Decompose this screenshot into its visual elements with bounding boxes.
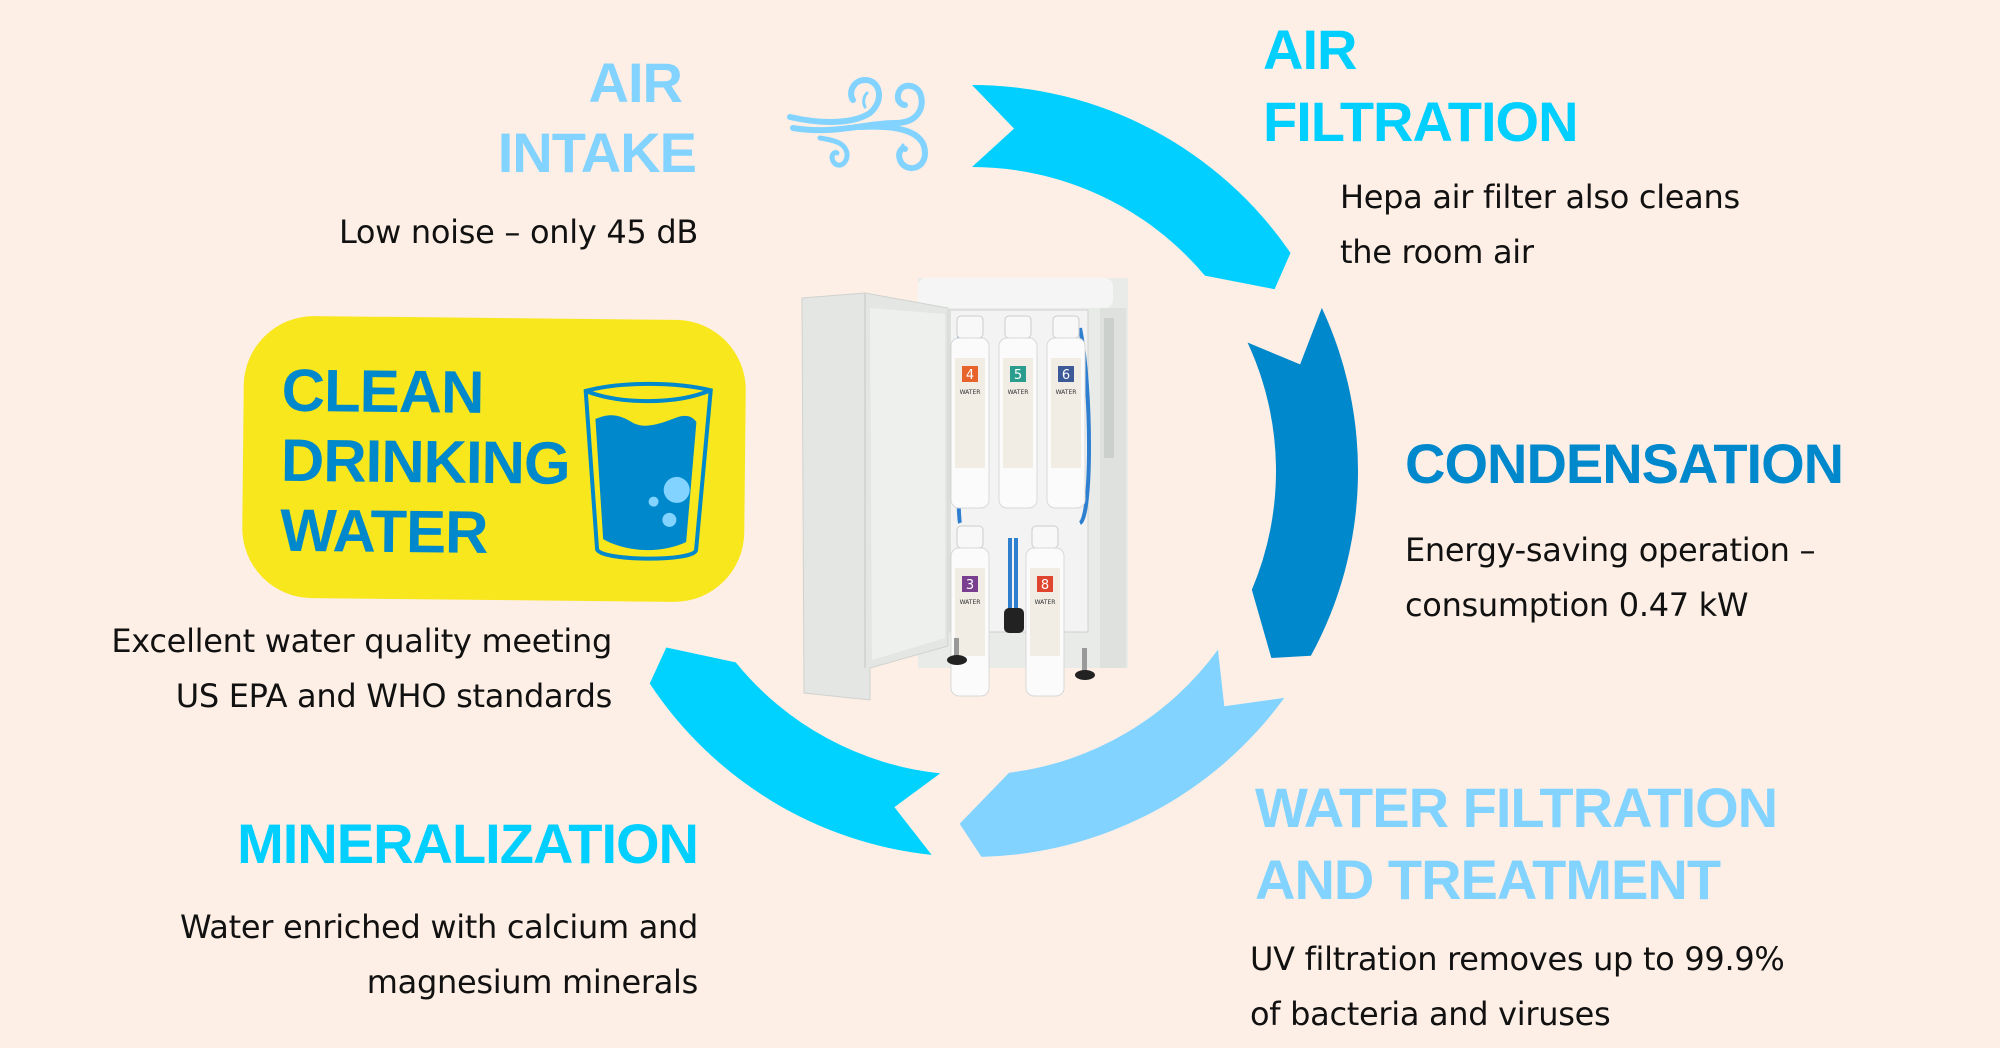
- air-intake-section: AIR INTAKE: [400, 48, 697, 188]
- mineralization-title: MINERALIZATION: [237, 812, 699, 875]
- air-filtration-section: AIR FILTRATION: [1263, 14, 1579, 158]
- air-intake-description: Low noise – only 45 dB: [338, 213, 698, 251]
- air-intake-to-filtration-arrow: [972, 85, 1291, 290]
- svg-text:8: 8: [1041, 578, 1049, 593]
- mineralization-description-line2: magnesium minerals: [366, 963, 699, 1001]
- clean-water-title-line2: DRINKING: [280, 426, 570, 497]
- air-filtration-title-line2: FILTRATION: [1263, 90, 1579, 153]
- condensation-description-line1: Energy-saving operation –: [1405, 531, 1816, 569]
- svg-text:3: 3: [966, 578, 974, 593]
- clean-water-description-line2: US EPA and WHO standards: [175, 677, 613, 715]
- condensation-description: Energy-saving operation – consumption 0.…: [1405, 523, 1816, 633]
- condensation-description-line2: consumption 0.47 kW: [1405, 586, 1749, 624]
- svg-text:5: 5: [1014, 368, 1022, 383]
- svg-text:WATER: WATER: [960, 389, 981, 396]
- clean-water-title-line1: CLEAN: [281, 356, 484, 426]
- air-intake-title-line1: AIR: [588, 51, 683, 114]
- air-filtration-description-line1: Hepa air filter also cleans: [1340, 178, 1740, 216]
- svg-text:WATER: WATER: [1056, 389, 1077, 396]
- svg-text:4: 4: [966, 368, 974, 383]
- water-filtration-description-line2: of bacteria and viruses: [1250, 995, 1611, 1033]
- clean-water-badge: CLEAN DRINKING WATER: [241, 315, 747, 603]
- water-filtration-title-line2: AND TREATMENT: [1255, 848, 1721, 911]
- air-filtration-title-line1: AIR: [1263, 18, 1357, 81]
- mineralization-description: Water enriched with calcium and magnesiu…: [100, 900, 698, 1010]
- clean-water-title-line3: WATER: [279, 496, 488, 566]
- svg-text:6: 6: [1062, 368, 1070, 383]
- clean-water-title: CLEAN DRINKING WATER: [280, 356, 571, 569]
- mineralization-arrow: [649, 647, 941, 855]
- clean-water-description: Excellent water quality meeting US EPA a…: [60, 614, 612, 724]
- water-filtration-description: UV filtration removes up to 99.9% of bac…: [1250, 932, 1785, 1042]
- water-filtration-description-line1: UV filtration removes up to 99.9%: [1250, 940, 1785, 978]
- svg-text:WATER: WATER: [960, 599, 981, 606]
- air-intake-title-line2: INTAKE: [497, 121, 697, 184]
- svg-text:WATER: WATER: [1035, 599, 1056, 606]
- air-filtration-description-line2: the room air: [1340, 233, 1534, 271]
- water-glass-icon: [583, 381, 713, 561]
- water-filtration-title-line1: WATER FILTRATION: [1255, 776, 1778, 839]
- svg-text:WATER: WATER: [1008, 389, 1029, 396]
- condensation-arrow: [1247, 307, 1359, 659]
- clean-water-description-line1: Excellent water quality meeting: [111, 622, 612, 660]
- mineralization-description-line1: Water enriched with calcium and: [180, 908, 698, 946]
- condensation-title: CONDENSATION: [1405, 432, 1844, 495]
- air-filtration-description: Hepa air filter also cleans the room air: [1340, 170, 1740, 280]
- water-filtration-section: WATER FILTRATION AND TREATMENT: [1255, 772, 1778, 916]
- water-filtration-arrow: [959, 649, 1285, 857]
- wind-icon: [787, 76, 929, 171]
